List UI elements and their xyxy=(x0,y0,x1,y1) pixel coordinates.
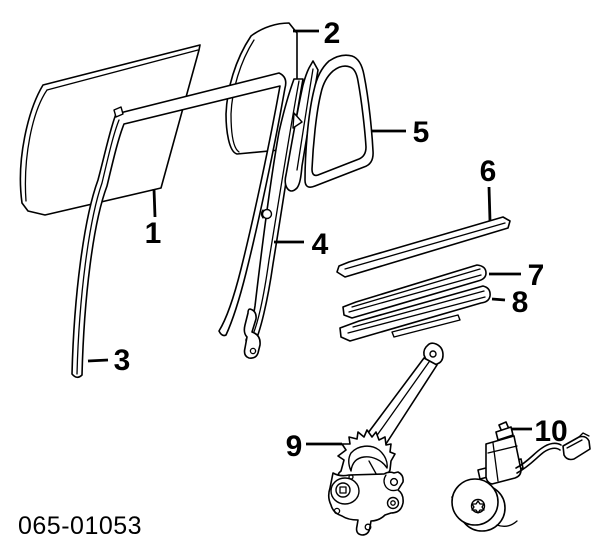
callout-9-label: 9 xyxy=(286,430,303,463)
callout-1-leader xyxy=(152,188,157,218)
callout-1-label: 1 xyxy=(145,217,162,250)
part-outer-belt-molding-drawing xyxy=(336,216,511,278)
callout-5-label: 5 xyxy=(413,116,430,149)
callout-6[interactable]: 6 xyxy=(480,155,497,222)
callout-3-leader xyxy=(87,358,109,363)
callout-4[interactable]: 4 xyxy=(274,228,329,261)
callout-9[interactable]: 9 xyxy=(286,430,342,463)
part-glass-run-channel-drawing xyxy=(71,72,287,379)
callout-3[interactable]: 3 xyxy=(87,344,131,377)
diagram-code: 065-01053 xyxy=(18,512,142,540)
part-inner-belt-molding-drawing xyxy=(342,264,487,319)
part-window-regulator-drawing xyxy=(327,342,444,536)
callout-7[interactable]: 7 xyxy=(489,259,544,292)
callout-2-label: 2 xyxy=(324,17,341,50)
callout-8[interactable]: 8 xyxy=(491,286,529,319)
callout-1[interactable]: 1 xyxy=(145,188,162,250)
part-belt-weatherstrip-retainer-drawing xyxy=(339,285,491,342)
callout-5[interactable]: 5 xyxy=(372,116,429,149)
callout-2[interactable]: 2 xyxy=(293,17,340,50)
callout-6-leader xyxy=(487,186,492,222)
part-division-bar-channel-drawing xyxy=(243,60,319,359)
callout-8-leader xyxy=(491,297,506,302)
callout-10[interactable]: 10 xyxy=(512,415,568,448)
callout-10-label: 10 xyxy=(534,415,567,448)
callout-4-label: 4 xyxy=(312,228,329,261)
callout-6-label: 6 xyxy=(480,155,497,188)
callout-7-label: 7 xyxy=(528,259,545,292)
callout-8-label: 8 xyxy=(512,286,529,319)
part-window-motor-drawing xyxy=(451,421,591,532)
part-quarter-weatherstrip-drawing xyxy=(304,54,374,188)
callout-3-label: 3 xyxy=(114,344,131,377)
